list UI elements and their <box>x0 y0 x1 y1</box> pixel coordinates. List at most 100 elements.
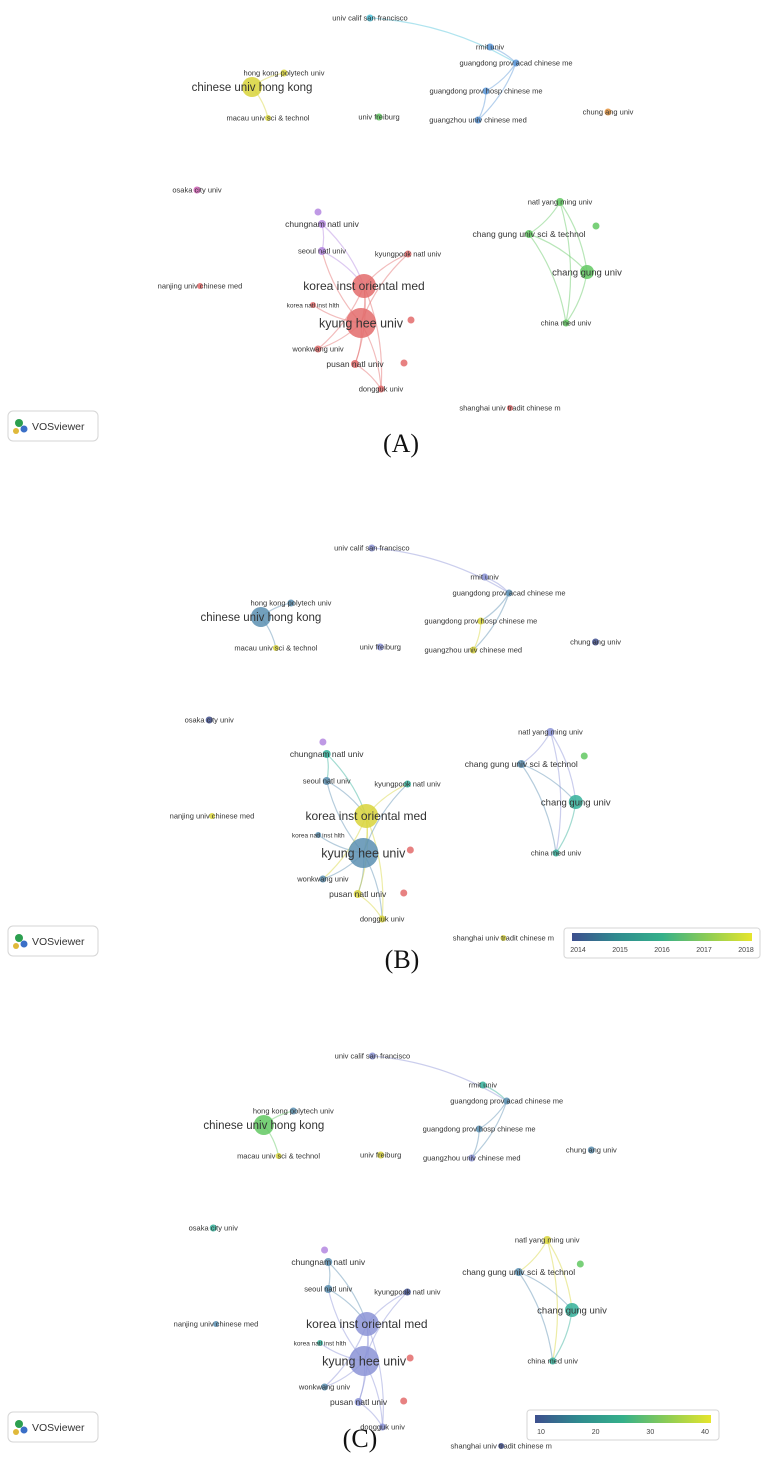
edge-cgust-cgu <box>518 1271 573 1311</box>
node-gzu[interactable] <box>474 116 482 124</box>
node-gdpa[interactable] <box>505 589 513 597</box>
node-cuhk[interactable] <box>242 77 262 97</box>
vosviewer-logo-text: VOSviewer <box>32 936 85 948</box>
node-cgust[interactable] <box>525 230 533 238</box>
node-chungnam[interactable] <box>322 750 331 758</box>
node-chungang[interactable] <box>592 638 600 646</box>
node-label-macau: macau univ sci & technol <box>227 114 310 123</box>
node-osaka[interactable] <box>209 1224 217 1232</box>
node-chungnam[interactable] <box>318 220 326 228</box>
edge-gdpa-gzu <box>477 62 517 121</box>
node-label-seoul: seoul natl univ <box>303 777 351 786</box>
node-shanghai[interactable] <box>498 1443 505 1449</box>
node-pusan[interactable] <box>353 890 362 898</box>
node-ucsf[interactable] <box>368 544 376 552</box>
node-cgu[interactable] <box>568 795 583 809</box>
node-ucsf[interactable] <box>366 14 374 22</box>
node-wonk[interactable] <box>314 345 322 353</box>
edge-gdpa-gzu <box>471 1100 508 1159</box>
node-natlym[interactable] <box>546 728 555 736</box>
node-wonk[interactable] <box>321 1383 329 1391</box>
node-khu[interactable] <box>349 1346 380 1376</box>
node-osaka[interactable] <box>193 186 201 194</box>
edge-cgust-cgu <box>528 233 588 273</box>
node-chungnam[interactable] <box>324 1258 333 1266</box>
node-gzu[interactable] <box>469 646 477 654</box>
node-gdph[interactable] <box>482 87 490 95</box>
vosviewer-logo[interactable]: VOSviewer <box>7 410 99 442</box>
node-cmu[interactable] <box>549 1357 557 1365</box>
edge-natlym-cmu <box>559 201 572 324</box>
node-chungang[interactable] <box>587 1146 595 1154</box>
node-knih[interactable] <box>316 1340 323 1346</box>
node-ucsf[interactable] <box>368 1052 376 1060</box>
node-cgust[interactable] <box>517 760 526 768</box>
node-seoul[interactable] <box>324 1285 333 1293</box>
node-nanjing[interactable] <box>209 813 215 819</box>
node-unlabeled <box>592 222 600 230</box>
node-dongguk[interactable] <box>379 1423 387 1431</box>
node-rmit[interactable] <box>481 573 489 581</box>
node-cuhk[interactable] <box>250 607 271 627</box>
node-cgu[interactable] <box>565 1303 580 1317</box>
node-cmu[interactable] <box>562 319 570 327</box>
node-rmit[interactable] <box>479 1081 487 1089</box>
node-macau[interactable] <box>265 115 271 121</box>
node-gdph[interactable] <box>475 1125 483 1133</box>
node-freib[interactable] <box>377 1151 385 1159</box>
node-seoul[interactable] <box>318 247 326 255</box>
node-shanghai[interactable] <box>507 405 513 411</box>
node-gdpa[interactable] <box>503 1097 511 1105</box>
node-label-cuhk: chinese univ hong kong <box>203 1120 324 1132</box>
node-cgust[interactable] <box>514 1268 523 1276</box>
node-kiom[interactable] <box>354 1312 379 1336</box>
node-kyungpook[interactable] <box>404 780 412 788</box>
node-macau[interactable] <box>275 1153 282 1159</box>
vosviewer-logo-text: VOSviewer <box>32 1422 85 1434</box>
node-nanjing[interactable] <box>197 283 203 289</box>
node-pusan[interactable] <box>354 1398 363 1406</box>
node-knih[interactable] <box>310 302 316 308</box>
node-gdpa[interactable] <box>512 59 520 67</box>
node-nanjing[interactable] <box>213 1321 219 1327</box>
node-khu[interactable] <box>348 838 379 868</box>
node-gdph[interactable] <box>477 617 485 625</box>
node-pusan[interactable] <box>351 360 359 368</box>
node-knih[interactable] <box>315 832 322 838</box>
node-kyungpook[interactable] <box>404 250 412 258</box>
node-osaka[interactable] <box>205 716 213 724</box>
node-label-gdph: guangdong prov hosp chinese me <box>430 87 543 96</box>
node-hkpu[interactable] <box>280 69 288 77</box>
node-label-ucsf: univ calif san francisco <box>335 1052 410 1061</box>
node-shanghai[interactable] <box>500 935 507 941</box>
node-wonk[interactable] <box>319 875 327 883</box>
node-freib[interactable] <box>375 113 383 121</box>
node-natlym[interactable] <box>556 198 564 206</box>
node-kiom[interactable] <box>354 804 379 828</box>
node-cuhk[interactable] <box>253 1115 274 1135</box>
color-legend-tick: 2017 <box>696 947 712 954</box>
node-freib[interactable] <box>376 643 384 651</box>
node-gzu[interactable] <box>468 1154 476 1162</box>
node-label-gzu: guangzhou univ chinese med <box>425 646 523 655</box>
node-rmit[interactable] <box>486 43 494 51</box>
node-macau[interactable] <box>272 645 279 651</box>
node-khu[interactable] <box>346 308 376 338</box>
node-seoul[interactable] <box>322 777 331 785</box>
vosviewer-logo[interactable]: VOSviewer <box>7 925 99 957</box>
node-chungang[interactable] <box>604 108 612 116</box>
node-hkpu[interactable] <box>289 1107 297 1115</box>
node-cmu[interactable] <box>552 849 560 857</box>
node-kiom[interactable] <box>352 274 376 298</box>
vosviewer-icon <box>13 419 28 434</box>
node-dongguk[interactable] <box>378 915 386 923</box>
vosviewer-logo[interactable]: VOSviewer <box>7 1411 99 1443</box>
node-dongguk[interactable] <box>377 385 385 393</box>
node-kyungpook[interactable] <box>403 1288 411 1296</box>
node-natlym[interactable] <box>543 1236 552 1244</box>
node-hkpu[interactable] <box>287 599 295 607</box>
node-cgu[interactable] <box>580 265 594 279</box>
node-label-kiom: korea inst oriental med <box>305 809 426 823</box>
